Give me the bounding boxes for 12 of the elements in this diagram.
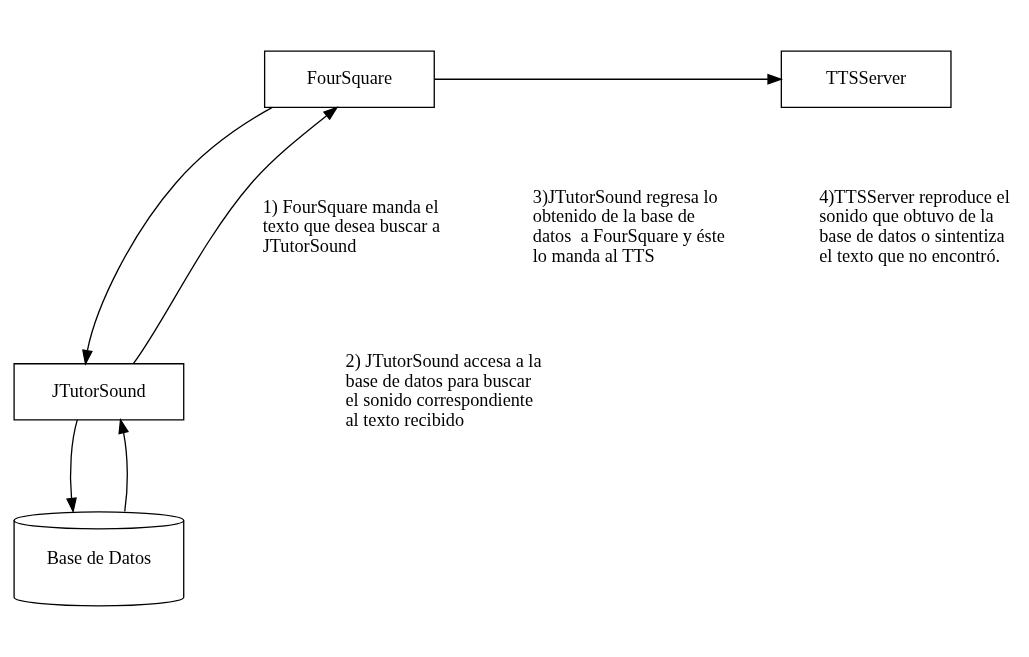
arrow (118, 417, 130, 513)
arrow (82, 106, 273, 366)
label: 2) JTutorSound accesa a la base de datos para buscar el sonido correspondiente al texto recibido (345, 351, 542, 430)
arrow (66, 419, 78, 514)
node-box: JTutorSound (13, 363, 185, 421)
label: 1) FourSquare manda el texto que desea buscar a JTutorSound (262, 196, 441, 256)
label: 3)JTutorSound regresa lo obtenido de la base de datos a FourSquare y éste lo manda al TTS (532, 186, 725, 266)
arrow (434, 73, 783, 85)
node-box: FourSquare (263, 50, 435, 108)
node-box: TTSServer (780, 50, 952, 108)
arrow (132, 106, 339, 365)
label: 4)TTSServer reproduce el sonido que obtuvo de la base de datos o sintentiza el texto que no encontró. (819, 186, 1010, 266)
